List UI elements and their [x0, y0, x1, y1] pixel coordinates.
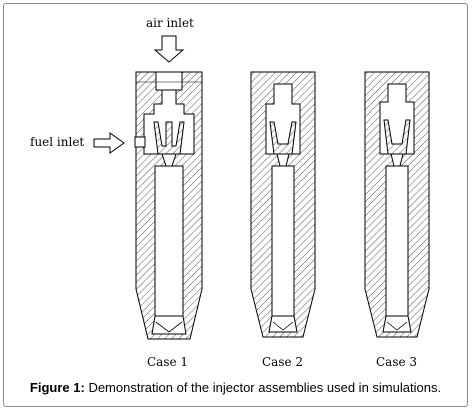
injector-diagram	[93, 35, 430, 340]
fuel-inlet-port	[134, 136, 146, 148]
case-2-label: Case 2	[262, 355, 304, 369]
nozzle-tip-3	[382, 315, 412, 333]
case-3-label: Case 3	[376, 355, 418, 369]
figure-caption: Figure 1: Demonstration of the injector …	[12, 380, 459, 395]
injector-case-2	[250, 71, 316, 338]
air-inlet-label: air inlet	[146, 16, 194, 30]
injector-case-3	[364, 71, 430, 338]
air-inlet-arrow-icon	[153, 35, 185, 63]
central-bore-2	[271, 165, 295, 317]
fuel-inlet-arrow-icon	[93, 132, 125, 154]
swirler-1	[153, 121, 185, 155]
figure-panel: air inlet fuel inlet Case 1 Case 2 Case …	[3, 3, 468, 407]
case-1-label: Case 1	[147, 355, 189, 369]
caption-prefix: Figure 1:	[29, 380, 85, 395]
nozzle-tip-2	[268, 315, 298, 333]
injector-case-1	[134, 71, 203, 340]
central-bore-1	[154, 165, 184, 317]
nozzle-tip-1	[151, 315, 187, 335]
air-inlet-port	[155, 71, 183, 91]
central-bore-3	[385, 165, 409, 317]
fuel-inlet-label: fuel inlet	[30, 135, 85, 149]
caption-text: Demonstration of the injector assemblies…	[84, 380, 442, 395]
